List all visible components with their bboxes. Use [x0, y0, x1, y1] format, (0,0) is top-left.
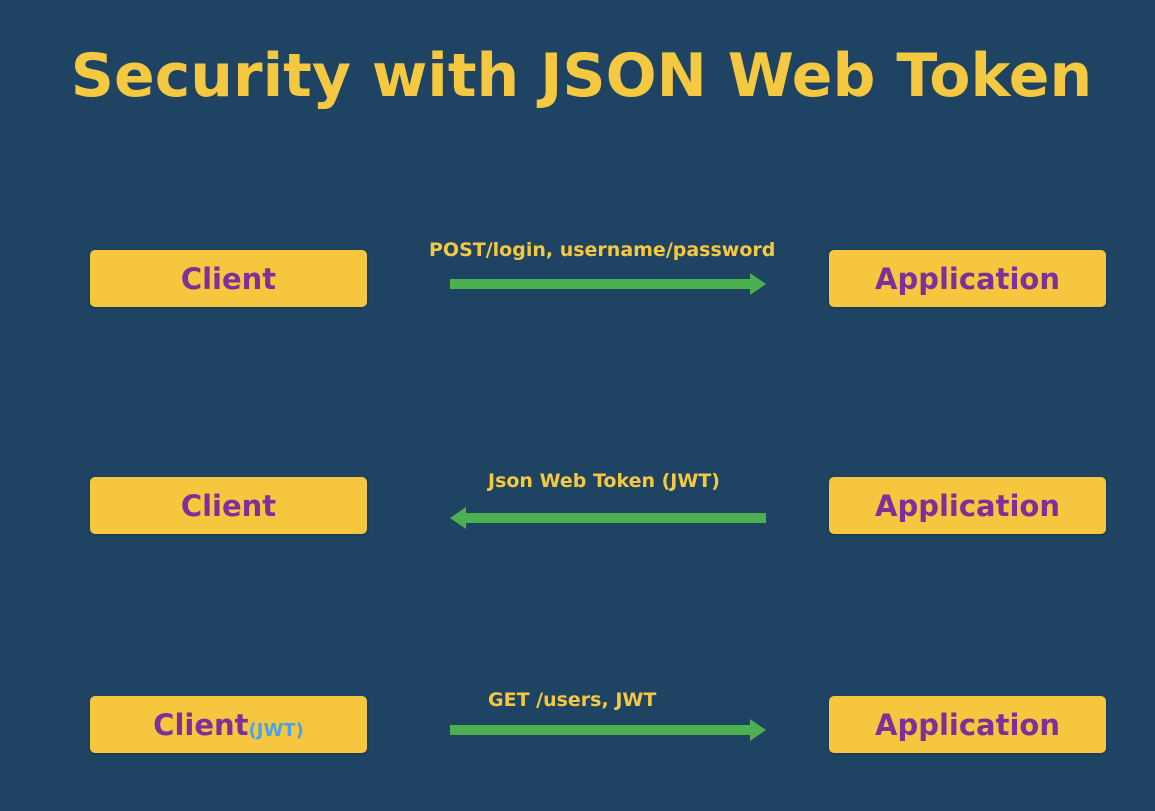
application-box-3: Application — [829, 696, 1106, 753]
arrow-shaft-1 — [450, 279, 752, 289]
application-box-2: Application — [829, 477, 1106, 534]
client-label-2: Client — [180, 488, 277, 523]
application-label-2: Application — [875, 488, 1060, 523]
client-box-2: Client — [90, 477, 367, 534]
client-box-3: Client(JWT) — [90, 696, 367, 753]
jwt-badge: (JWT) — [248, 720, 304, 741]
arrow-right-1 — [450, 273, 766, 295]
client-label-3: Client — [153, 707, 249, 742]
arrow-head-2 — [450, 507, 466, 529]
arrow-shaft-3 — [450, 725, 752, 735]
client-box-1: Client — [90, 250, 367, 307]
arrow-shaft-2 — [464, 513, 766, 523]
message-label-1: POST/login, username/password — [429, 239, 776, 261]
message-label-2: Json Web Token (JWT) — [488, 470, 720, 492]
application-box-1: Application — [829, 250, 1106, 307]
message-label-3: GET /users, JWT — [488, 689, 657, 711]
arrow-head-3 — [750, 719, 766, 741]
arrow-right-3 — [450, 719, 766, 741]
arrow-head-1 — [750, 273, 766, 295]
diagram-title: Security with JSON Web Token — [70, 41, 1093, 111]
arrow-left-2 — [450, 507, 766, 529]
application-label-3: Application — [875, 707, 1060, 742]
application-label-1: Application — [875, 261, 1060, 296]
client-label-1: Client — [180, 261, 277, 296]
